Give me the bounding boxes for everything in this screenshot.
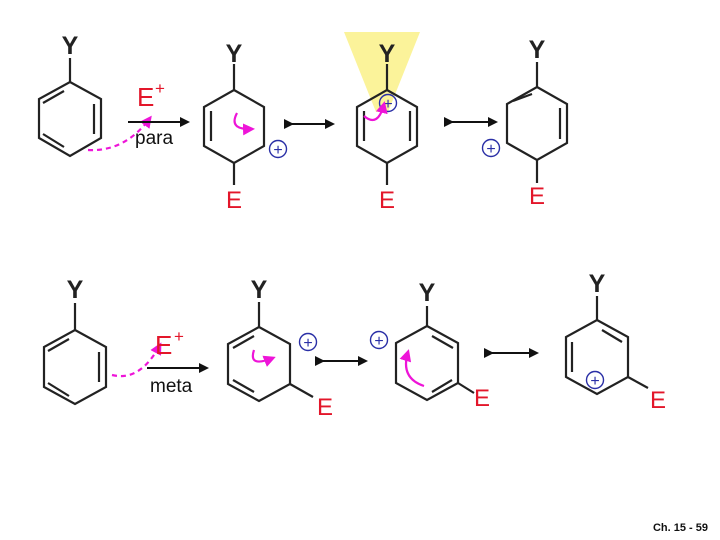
electrophile-group-label: E xyxy=(379,187,395,214)
curved-arrow-electrons xyxy=(233,112,255,136)
positive-charge-icon: + xyxy=(369,330,389,350)
electrophile-label: E xyxy=(137,82,154,112)
electrophile-label: E xyxy=(155,330,172,360)
intermediate-meta-2 xyxy=(394,306,475,402)
intermediate-meta-3 xyxy=(564,296,649,396)
substituent-label: Y xyxy=(62,32,79,60)
substituent-label: Y xyxy=(589,270,606,298)
reaction-condition-para: para xyxy=(135,128,173,149)
electrophile-group-label: E xyxy=(650,387,666,414)
curved-arrow-electrons xyxy=(251,349,276,367)
electrophile-charge: + xyxy=(174,327,184,346)
positive-charge-icon: + xyxy=(298,332,318,352)
svg-text:+: + xyxy=(486,141,495,158)
svg-text:+: + xyxy=(383,96,392,113)
electrophile-group-label: E xyxy=(226,187,242,214)
curved-arrow-attack-meta xyxy=(111,342,162,378)
substituent-label: Y xyxy=(419,279,436,307)
benzene-meta xyxy=(42,303,108,406)
svg-text:+: + xyxy=(273,142,282,159)
intermediate-meta-1 xyxy=(226,302,314,403)
intermediate-para-3 xyxy=(505,62,569,183)
intermediate-para-1 xyxy=(202,64,266,185)
positive-charge-icon: + xyxy=(585,370,605,390)
benzene-para xyxy=(37,58,103,158)
curved-arrow-electrons xyxy=(399,349,425,388)
svg-text:+: + xyxy=(590,373,599,390)
electrophile-group-label: E xyxy=(474,385,490,412)
electrophile-charge: + xyxy=(155,79,165,98)
svg-text:+: + xyxy=(303,335,312,352)
substituent-label: Y xyxy=(379,40,396,68)
positive-charge-icon: + xyxy=(481,138,501,158)
substituent-label: Y xyxy=(529,36,546,64)
curved-arrow-attack-para xyxy=(87,115,152,152)
svg-text:+: + xyxy=(374,333,383,350)
substituent-label: Y xyxy=(67,276,84,304)
substituent-label: Y xyxy=(251,276,268,304)
curved-arrow-electrons xyxy=(363,101,388,122)
positive-charge-icon: + xyxy=(268,139,288,159)
highlight-beam xyxy=(344,32,420,112)
electrophile-group-label: E xyxy=(317,394,333,421)
electrophile-group-label: E xyxy=(529,183,545,210)
reaction-condition-meta: meta xyxy=(150,376,193,397)
substituent-label: Y xyxy=(226,40,243,68)
slide-number: Ch. 15 - 59 xyxy=(652,522,708,534)
